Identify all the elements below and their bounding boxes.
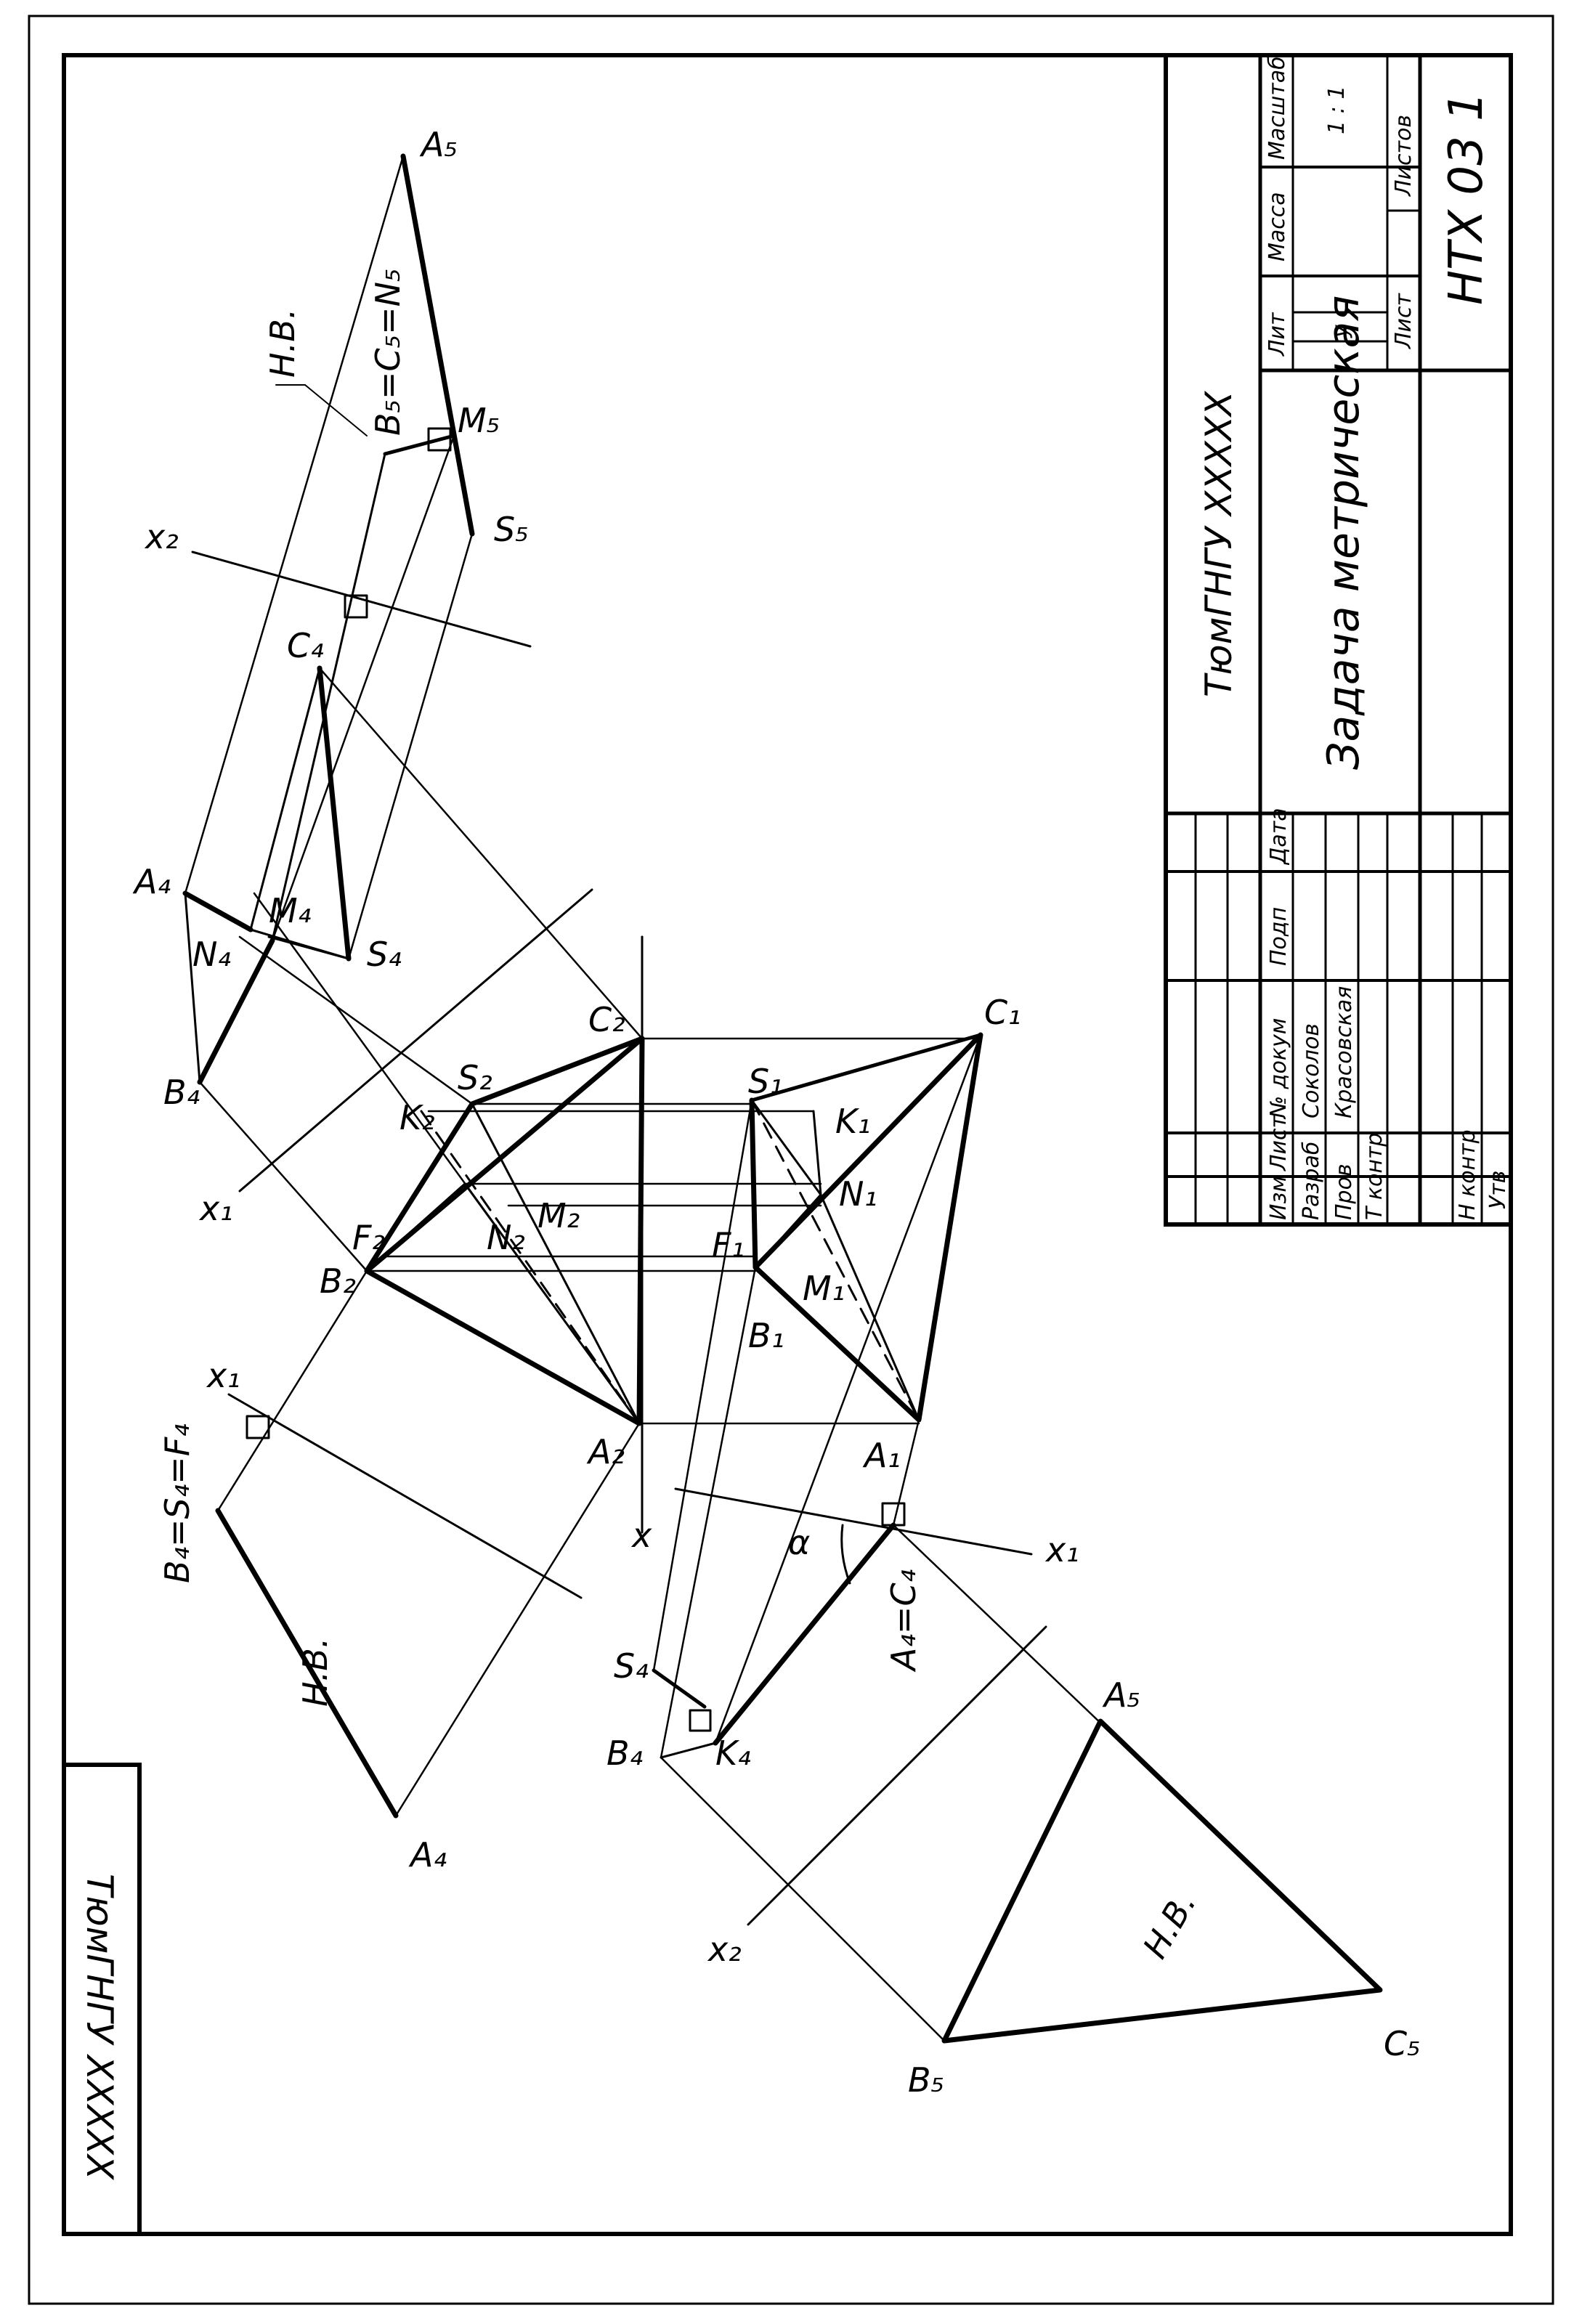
tb-role-2: Т контр [1362, 1133, 1387, 1220]
geometry [182, 153, 1383, 2044]
label-B4S4F4: B₄=S₄=F₄ [158, 1423, 197, 1583]
tb-col-sign: Подп [1266, 907, 1291, 966]
label-A5-bot: A₅ [1102, 1675, 1140, 1715]
label-alpha: α [788, 1523, 810, 1562]
label-A4C4: A₄=C₄ [884, 1569, 923, 1673]
axis-x2-top [191, 550, 532, 648]
tb-role-1: Пров [1331, 1163, 1357, 1220]
label-A5-top: A₅ [419, 125, 458, 164]
tb-doc-code: НТХ 03 1 [1440, 92, 1493, 305]
label-x1-mid: x₁ [206, 1356, 240, 1395]
label-A4-left: A₄ [408, 1835, 447, 1874]
side-stamp: ТюмГНГУ XXXXX [62, 1763, 142, 2236]
tb-col-date: Дата [1266, 808, 1291, 866]
label-K1: K₁ [835, 1102, 871, 1141]
label-A2: A₂ [586, 1432, 625, 1471]
label-C1: C₁ [984, 993, 1021, 1032]
axis-x1-right [674, 1487, 1033, 1556]
label-F1: F₁ [712, 1225, 745, 1264]
axis-x1-top [238, 888, 593, 1193]
axis-x2-bottom [747, 1625, 1047, 1926]
tb-h-mass: Масса [1265, 192, 1290, 261]
true-shape-bottom [941, 1718, 1383, 2044]
label-F2: F₂ [352, 1218, 385, 1257]
label-S4-top: S₄ [367, 935, 402, 974]
label-HB-top: Н.В. [263, 309, 302, 378]
side-stamp-text: ТюмГНГУ XXXXX [78, 1874, 121, 2181]
tb-h-sheet: Лист [1391, 292, 1416, 349]
label-K2: K₂ [399, 1098, 435, 1137]
label-S5: S₅ [494, 510, 529, 549]
label-N4: N₄ [192, 935, 231, 974]
label-B4-bot: B₄ [607, 1734, 643, 1773]
tb-name-0: Соколов [1299, 1023, 1324, 1118]
tb-v-scale: 1 : 1 [1324, 86, 1350, 134]
label-x2-bot: x₂ [707, 1930, 742, 1969]
label-M5: M₅ [458, 401, 500, 440]
axis-x1-left [227, 1393, 583, 1599]
label-A4-top: A₄ [132, 862, 171, 901]
labels: A₅ Н.В. B₅=C₅=N₅ M₅ S₅ x₂ C₄ A₄ N₄ M₄ S₄… [132, 125, 1421, 2100]
tb-h-scale: Масштаб [1265, 56, 1290, 160]
label-HB-left: Н.В. [296, 1638, 335, 1707]
label-x2-top: x₂ [144, 517, 179, 556]
tb-title: Задача метрическая [1318, 296, 1369, 770]
label-A1: A₁ [862, 1436, 901, 1475]
label-S2: S₂ [458, 1058, 492, 1097]
label-N1: N₁ [839, 1174, 877, 1214]
triangle-abc-1 [752, 1032, 983, 1423]
tb-col-izm: Изм [1266, 1176, 1291, 1220]
label-C4-top: C₄ [287, 626, 324, 665]
label-HB-bot: Н.В. [1135, 1885, 1204, 1965]
label-S1: S₁ [748, 1062, 783, 1101]
label-C2: C₂ [588, 1000, 625, 1039]
tb-name-1: Красовская [1331, 986, 1357, 1118]
label-C5: C₅ [1384, 2024, 1421, 2063]
label-K4: K₄ [715, 1734, 751, 1773]
label-B2: B₂ [320, 1261, 356, 1301]
tb-col-docnum: № докум [1266, 1018, 1291, 1120]
label-N2: N₂ [487, 1218, 525, 1257]
tb-col-list: Лист [1266, 1114, 1291, 1171]
tb-organization: ТюмГНГУ XXXXX [1198, 390, 1240, 697]
tb-v-lit: у [1328, 324, 1353, 338]
tb-role-0: Разраб [1299, 1142, 1324, 1220]
label-M4: M₄ [269, 891, 311, 930]
label-M2: M₂ [537, 1196, 580, 1235]
label-B4-top: B₄ [163, 1073, 200, 1112]
tb-h-lit: Лит [1265, 312, 1290, 357]
label-M1: M₁ [803, 1269, 845, 1308]
outer-frame [28, 15, 1554, 2305]
label-B5C5N5: B₅=C₅=N₅ [368, 269, 407, 436]
tb-h-sheets: Листов [1391, 115, 1416, 197]
label-x1-right: x₁ [1044, 1530, 1079, 1569]
tb-role-4: Н контр [1455, 1129, 1480, 1220]
label-S4-bot: S₄ [614, 1646, 649, 1686]
label-B5: B₅ [908, 2060, 944, 2100]
label-x1-top: x₁ [198, 1189, 233, 1228]
label-x: x [630, 1516, 652, 1555]
title-block: ТюмГНГУ XXXXX Задача метрическая НТХ 03 … [1164, 53, 1513, 1227]
label-B1: B₁ [748, 1316, 784, 1355]
tb-role-5: Утв [1485, 1171, 1511, 1209]
